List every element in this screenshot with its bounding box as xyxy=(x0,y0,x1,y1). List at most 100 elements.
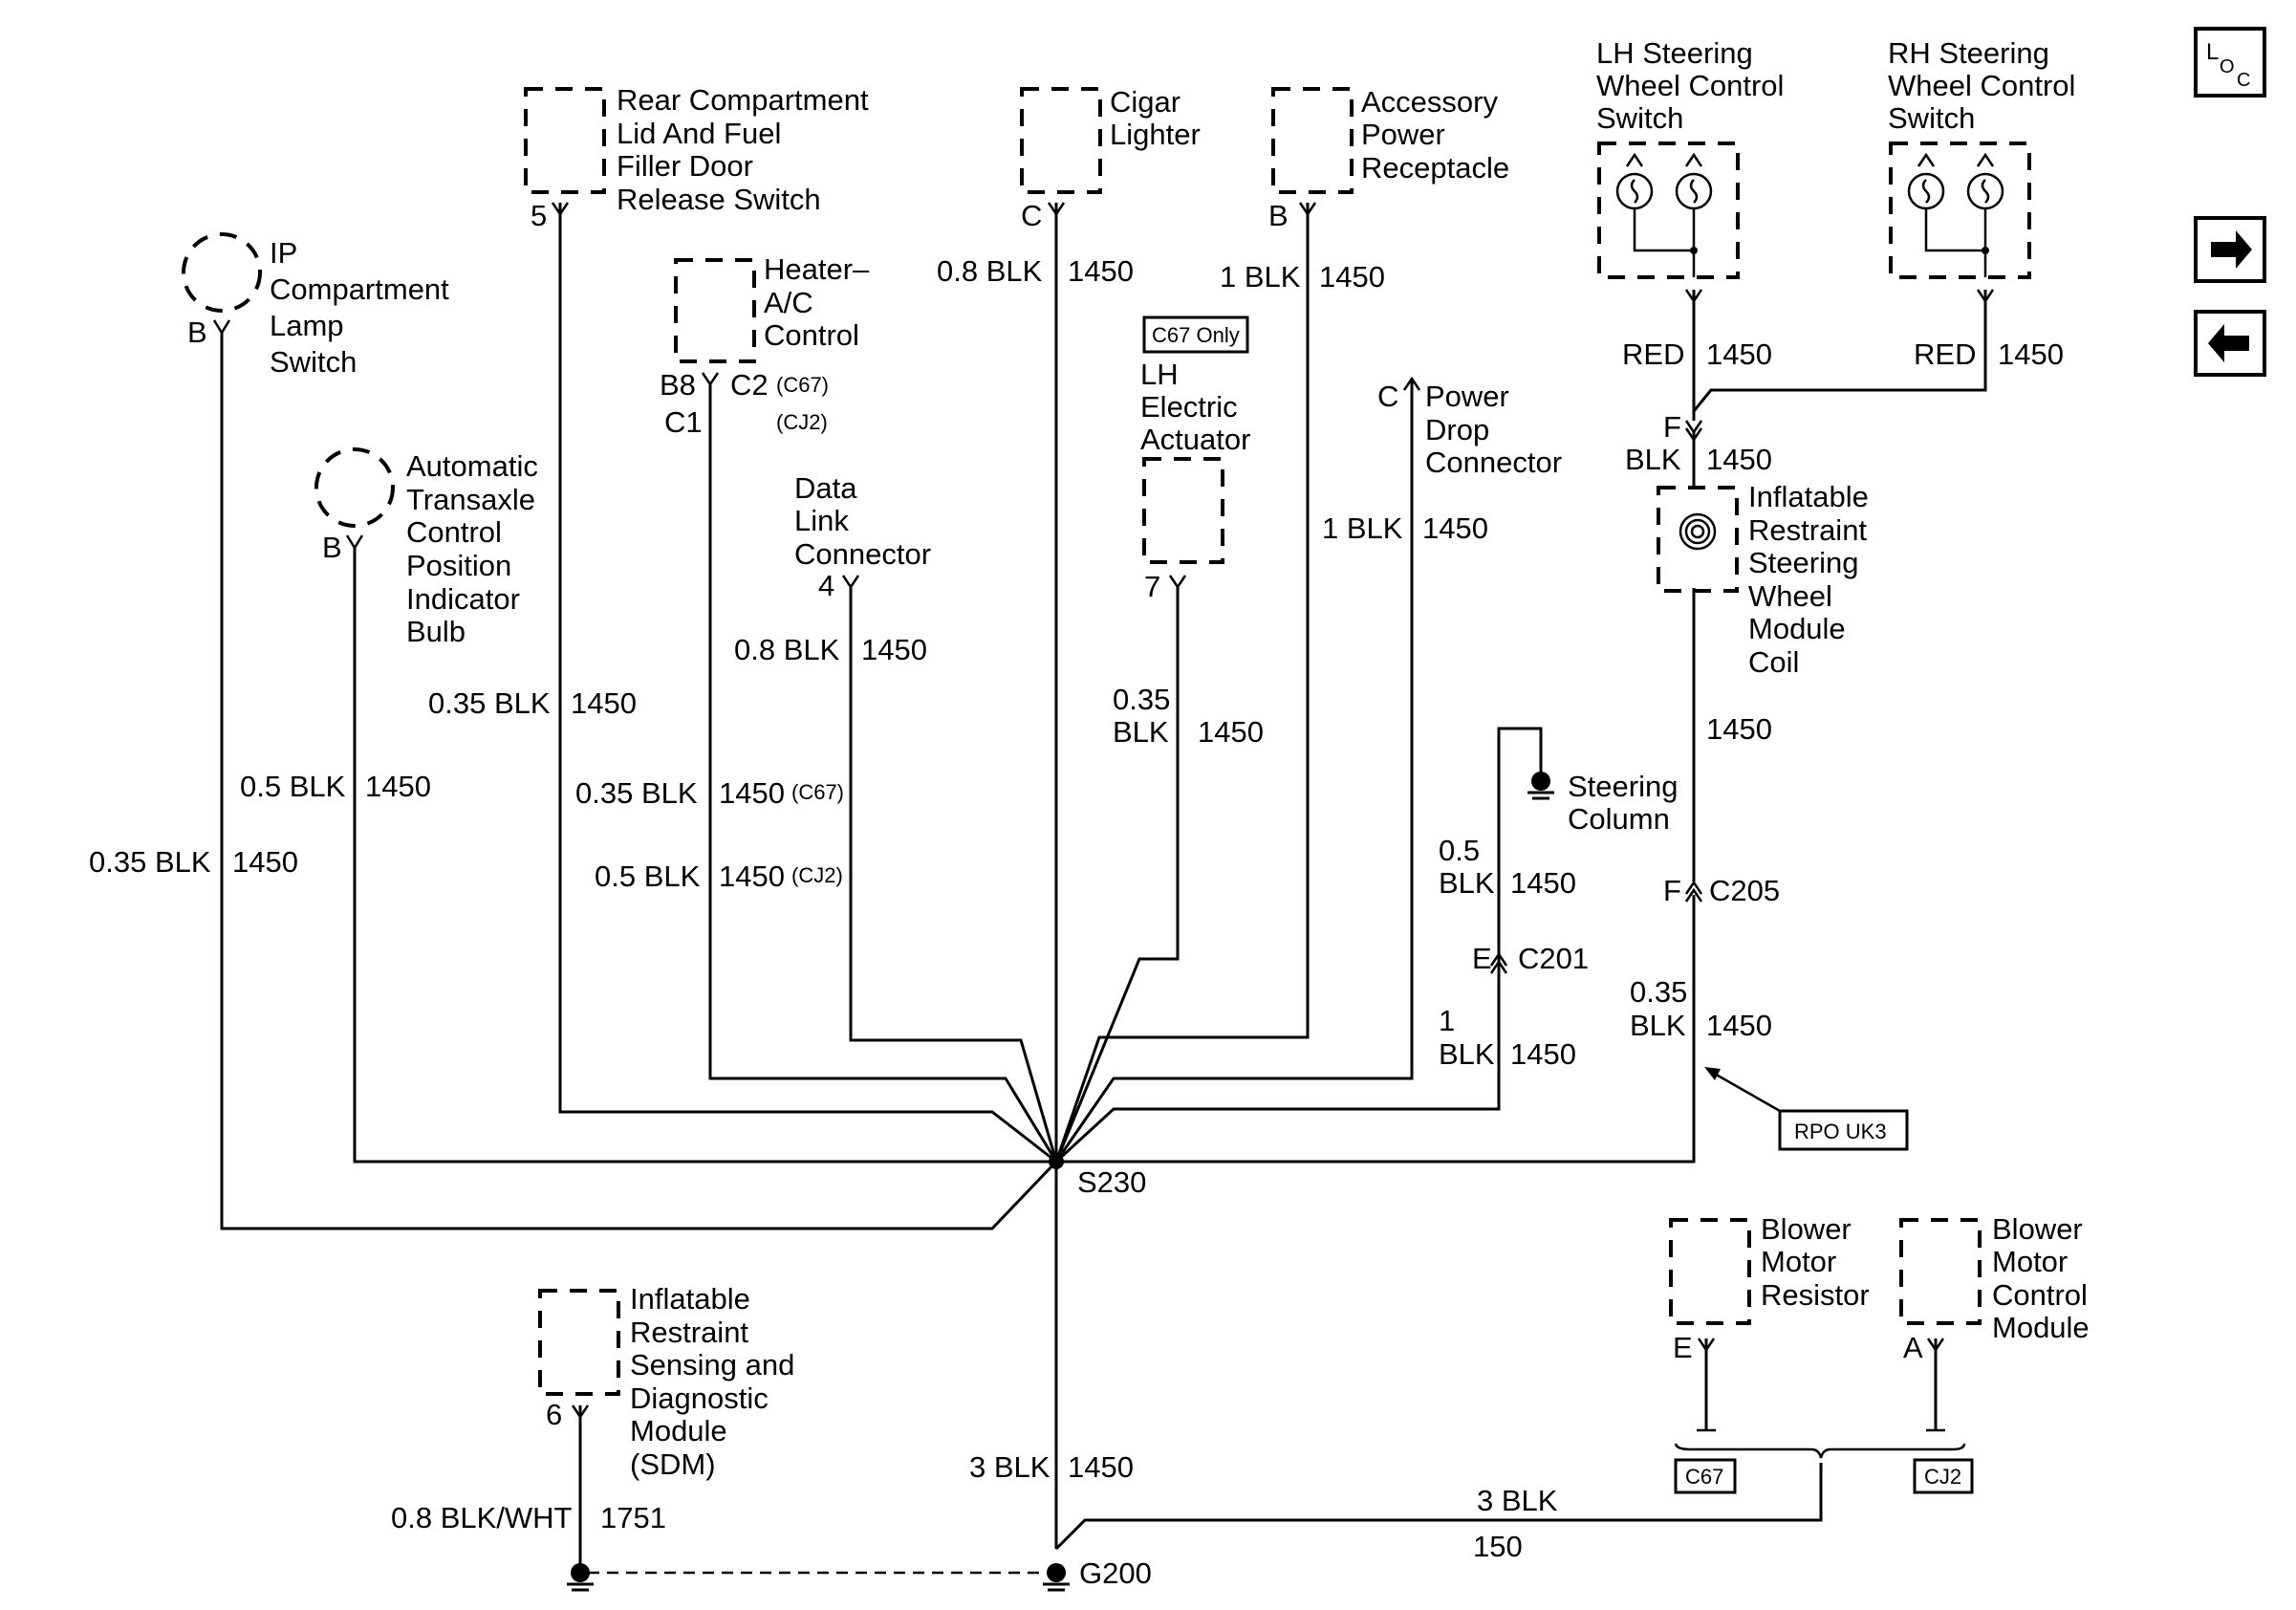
lh-actuator-pin: 7 xyxy=(1144,570,1160,603)
svg-text:IP: IP xyxy=(270,236,297,270)
svg-text:Lamp: Lamp xyxy=(270,309,344,342)
svg-text:Bulb: Bulb xyxy=(406,615,466,648)
lh-actuator-box xyxy=(1142,457,1224,564)
wire-hvac-c67-size: 0.35 BLK xyxy=(575,776,698,810)
rpo-uk3-label: RPO UK3 xyxy=(1794,1120,1887,1143)
svg-text:Power: Power xyxy=(1361,118,1445,151)
blower-option-tags: C67 CJ2 xyxy=(1674,1458,1974,1494)
svg-text:Accessory: Accessory xyxy=(1361,85,1498,119)
g200-label: G200 xyxy=(1079,1556,1152,1590)
lh-swc-switch-icons xyxy=(1615,152,1713,277)
blower-resistor-box xyxy=(1669,1218,1751,1325)
coil-box xyxy=(1657,486,1739,593)
c67-only-label: C67 Only xyxy=(1152,323,1240,347)
wire-lh-swc-size: RED xyxy=(1622,337,1684,371)
wire-lh-actuator-circuit: 1450 xyxy=(1198,715,1264,749)
trans-bulb-pin: B xyxy=(322,531,342,564)
svg-text:Diagnostic: Diagnostic xyxy=(630,1382,769,1415)
wire-c201-down-size-a: 1 xyxy=(1439,1004,1455,1037)
cigar-label: Cigar Lighter C xyxy=(1021,85,1201,232)
wire-coil-in-size: BLK xyxy=(1625,443,1681,476)
c67-tag-label: C67 xyxy=(1685,1465,1723,1489)
wire-labels: 0.35 BLK 1450 0.5 BLK 1450 0.35 BLK 1450… xyxy=(89,254,2064,1563)
svg-text:Restraint: Restraint xyxy=(630,1316,748,1349)
svg-text:Data: Data xyxy=(794,471,857,505)
svg-text:Connector: Connector xyxy=(794,537,931,571)
svg-text:Control: Control xyxy=(406,515,502,549)
svg-text:Blower: Blower xyxy=(1761,1212,1852,1246)
sdm-box xyxy=(538,1289,620,1396)
wire-c205-down-circuit: 1450 xyxy=(1706,1009,1772,1042)
wire-acc-size: 1 BLK xyxy=(1220,260,1301,294)
hvac-pin-c1: C1 xyxy=(664,405,703,439)
wire-blower-ground-circuit: 150 xyxy=(1473,1530,1523,1563)
wire-coil-out-circuit: 1450 xyxy=(1706,712,1772,746)
hvac-pin-b8: B8 xyxy=(660,368,696,402)
wire-ip-lamp-circuit: 1450 xyxy=(232,845,298,879)
svg-text:Wheel Control: Wheel Control xyxy=(1596,69,1784,102)
ip-lamp-switch-symbol xyxy=(182,232,262,313)
accessory-receptacle-box xyxy=(1271,87,1354,194)
wire-c205-down-size-a: 0.35 xyxy=(1630,975,1687,1009)
svg-text:Rear Compartment: Rear Compartment xyxy=(617,83,869,117)
left-arrow-icon[interactable] xyxy=(2194,310,2266,377)
steering-column-ground-icon xyxy=(1527,772,1554,800)
svg-text:Drop: Drop xyxy=(1425,413,1489,446)
svg-text:Actuator: Actuator xyxy=(1140,423,1250,456)
svg-text:Module: Module xyxy=(1748,612,1846,645)
svg-text:Heater–: Heater– xyxy=(764,252,870,286)
wire-cigar-size: 0.8 BLK xyxy=(937,254,1043,288)
svg-text:Lid And Fuel: Lid And Fuel xyxy=(617,117,781,150)
svg-text:Inflatable: Inflatable xyxy=(1748,480,1869,513)
hvac-tag-cj2: (CJ2) xyxy=(776,410,828,434)
rear-compartment-pin: 5 xyxy=(531,199,547,232)
svg-text:Transaxle: Transaxle xyxy=(406,483,535,516)
wire-c201-down-size-b: BLK xyxy=(1439,1037,1495,1071)
svg-text:Electric: Electric xyxy=(1140,390,1238,424)
svg-text:Indicator: Indicator xyxy=(406,582,520,616)
wire-hvac-c67-tag: (C67) xyxy=(791,780,844,804)
dlc-pin: 4 xyxy=(818,569,834,602)
rear-compartment-switch-box xyxy=(524,87,606,194)
rh-swc-box xyxy=(1889,141,2031,279)
coil-pin: F xyxy=(1663,410,1681,444)
rh-swc-label: RH Steering Wheel Control Switch xyxy=(1888,36,2075,135)
wire-lh-actuator-size-a: 0.35 xyxy=(1113,683,1170,716)
svg-text:Switch: Switch xyxy=(1888,101,1975,135)
wire-steering-col-size-a: 0.5 xyxy=(1439,834,1480,867)
c205-label: F C205 xyxy=(1663,874,1780,907)
wire-rh-swc-size: RED xyxy=(1914,337,1976,371)
wire-acc-circuit: 1450 xyxy=(1319,260,1385,294)
loc-icon[interactable]: L O C xyxy=(2194,27,2266,98)
ip-lamp-pin: B xyxy=(187,315,207,349)
svg-text:Position: Position xyxy=(406,549,511,582)
wire-ip-lamp-size: 0.35 BLK xyxy=(89,845,211,879)
svg-text:Blower: Blower xyxy=(1992,1212,2083,1246)
right-arrow-icon[interactable] xyxy=(2194,216,2266,283)
svg-text:Wheel Control: Wheel Control xyxy=(1888,69,2075,102)
power-drop-label: Power Drop Connector C xyxy=(1377,380,1562,479)
svg-text:A/C: A/C xyxy=(764,286,813,319)
svg-text:LH Steering: LH Steering xyxy=(1596,36,1753,70)
svg-text:Switch: Switch xyxy=(270,345,357,379)
coil-spiral-icon xyxy=(1679,512,1717,551)
lh-actuator-label: LH Electric Actuator 7 xyxy=(1140,358,1250,603)
svg-text:Steering: Steering xyxy=(1748,546,1858,579)
svg-text:Control: Control xyxy=(1992,1278,2088,1312)
sdm-ground-icon xyxy=(567,1563,594,1592)
wire-rear-size: 0.35 BLK xyxy=(428,686,551,720)
svg-text:Steering: Steering xyxy=(1568,770,1678,803)
svg-text:Module: Module xyxy=(1992,1311,2090,1344)
svg-text:Coil: Coil xyxy=(1748,645,1799,679)
wire-cigar-circuit: 1450 xyxy=(1068,254,1134,288)
blower-resistor-pin: E xyxy=(1673,1331,1693,1364)
wire-lh-swc-circuit: 1450 xyxy=(1706,337,1772,371)
power-drop-pin: C xyxy=(1377,380,1398,413)
wire-lh-actuator-size-b: BLK xyxy=(1113,715,1169,749)
blower-control-pin: A xyxy=(1903,1331,1923,1364)
wire-power-drop-size: 1 BLK xyxy=(1322,511,1403,545)
wire-sdm-ground-size: 0.8 BLK/WHT xyxy=(391,1501,573,1534)
svg-text:Sensing and: Sensing and xyxy=(630,1348,794,1382)
wire-dlc-size: 0.8 BLK xyxy=(734,633,840,666)
